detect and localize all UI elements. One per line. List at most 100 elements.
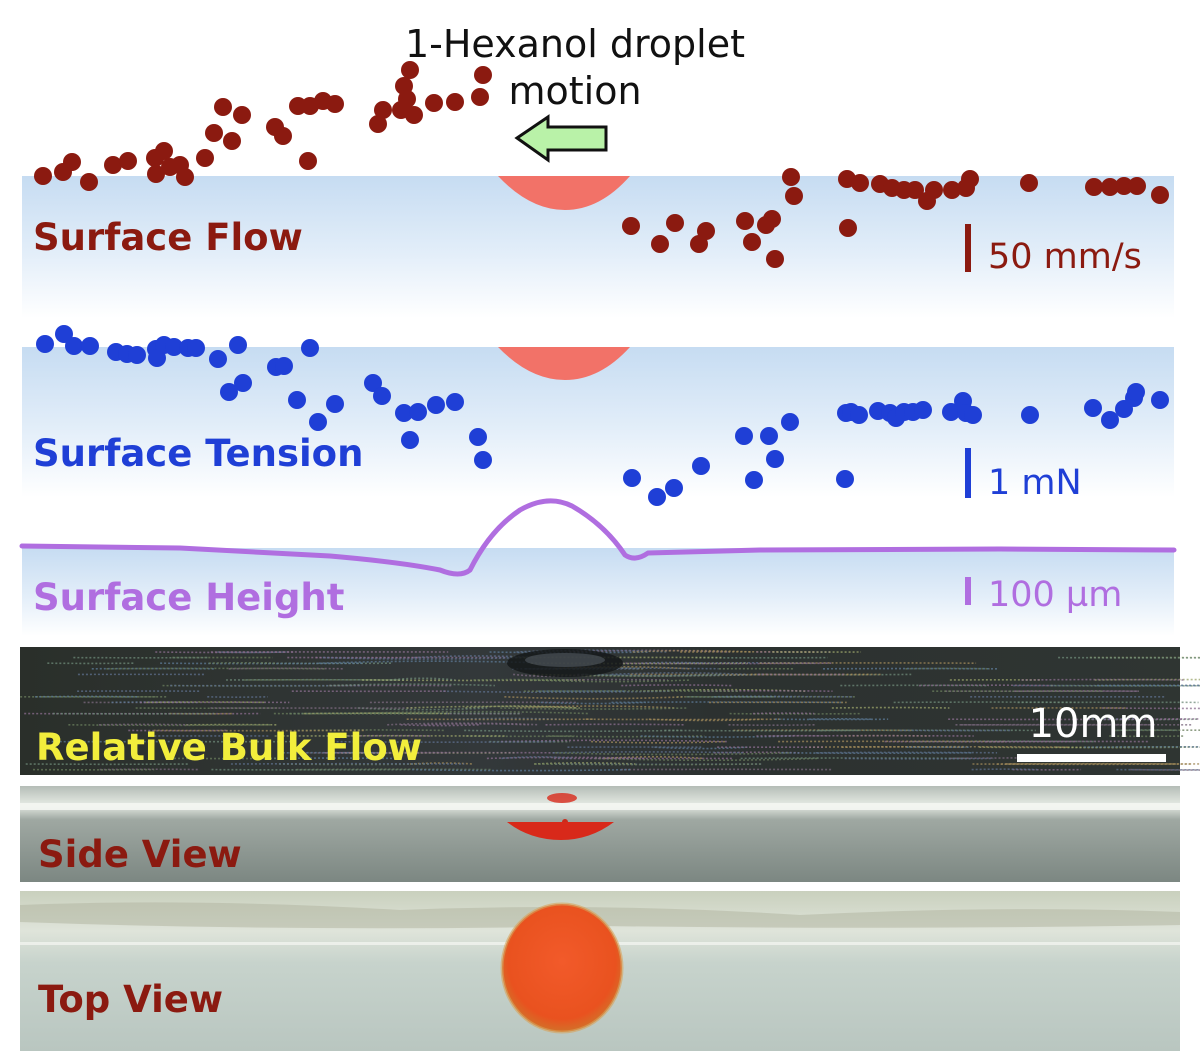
surface-tension-point [301,339,319,357]
surface-flow-point [906,181,924,199]
surface-flow-point [398,90,416,108]
bulk-flow-label: Relative Bulk Flow [36,726,422,769]
surface-flow-point [736,212,754,230]
surface-tension-point [220,383,238,401]
surface-tension-point [275,357,293,375]
surface-flow-points [34,61,1169,268]
surface-flow-scale-label: 50 mm/s [988,237,1142,277]
surface-flow-point [766,250,784,268]
surface-tension-point [409,403,427,421]
surface-tension-point [209,350,227,368]
surface-flow-point [369,115,387,133]
surface-tension-point [401,431,419,449]
surface-tension-point [36,335,54,353]
surface-flow-point [622,217,640,235]
surface-height-scale-label: 100 µm [988,575,1122,615]
surface-flow-point [1085,178,1103,196]
bulk-flow-scale-bar [1017,754,1166,762]
surface-flow-point [697,222,715,240]
surface-flow-point [299,152,317,170]
surface-flow-point [63,153,81,171]
surface-flow-point [196,149,214,167]
surface-tension-point [735,427,753,445]
surface-flow-point [205,124,223,142]
surface-flow-point [425,94,443,112]
surface-tension-point [665,479,683,497]
surface-flow-point [233,106,251,124]
surface-tension-point [648,488,666,506]
surface-flow-point [1115,177,1133,195]
surface-flow-point [147,165,165,183]
surface-flow-point [119,152,137,170]
surface-tension-point [1151,391,1169,409]
surface-tension-point [942,403,960,421]
surface-tension-point [81,337,99,355]
bulk-flow-scale-label: 10mm [1029,701,1158,747]
surface-tension-point [474,451,492,469]
side-view-label: Side View [38,833,242,876]
surface-flow-point [274,127,292,145]
surface-flow-point [851,174,869,192]
surface-height-scale-bar [965,577,971,605]
surface-flow-point [374,101,392,119]
surface-tension-points [36,325,1169,506]
surface-flow-scale-bar [965,224,971,272]
figure-title-line2: motion [508,69,641,113]
surface-tension-scale-label: 1 mN [988,463,1082,503]
surface-tension-point [395,404,413,422]
surface-flow-point [1101,178,1119,196]
surface-flow-point [471,88,489,106]
surface-tension-point [326,395,344,413]
surface-flow-point [1128,177,1146,195]
surface-tension-point [234,374,252,392]
surface-tension-point [373,387,391,405]
surface-tension-point [760,427,778,445]
top-view-image [20,891,1180,1051]
surface-flow-point [961,170,979,188]
surface-tension-point [1127,383,1145,401]
surface-height-curve [19,498,1177,577]
surface-tension-point [128,346,146,364]
surface-flow-point [666,214,684,232]
surface-flow-point [104,156,122,174]
surface-tension-point [836,470,854,488]
surface-flow-point [925,181,943,199]
surface-flow-point [1020,174,1038,192]
surface-tension-point [446,393,464,411]
surface-tension-point [623,469,641,487]
surface-flow-point [782,168,800,186]
top-view-label: Top View [38,978,223,1021]
surface-height-label: Surface Height [33,576,344,619]
surface-tension-point [165,338,183,356]
surface-flow-point [155,142,173,160]
surface-tension-point [692,457,710,475]
surface-tension-point [1101,411,1119,429]
surface-tension-point [745,471,763,489]
surface-flow-point [1151,186,1169,204]
surface-tension-label: Surface Tension [33,432,363,475]
surface-tension-point [914,401,932,419]
surface-tension-point [427,396,445,414]
surface-tension-point [309,413,327,431]
surface-flow-point [943,181,961,199]
surface-tension-point [187,339,205,357]
surface-flow-point [223,132,241,150]
surface-tension-point [229,336,247,354]
surface-flow-point [405,106,423,124]
surface-tension-point [964,406,982,424]
surface-flow-point [34,167,52,185]
surface-flow-point [763,210,781,228]
droplet-cap-tension [498,347,630,380]
surface-tension-scale-bar [965,448,971,498]
surface-tension-point [1084,399,1102,417]
motion-arrow-icon [514,114,608,163]
surface-flow-point [214,98,232,116]
surface-flow-point [326,95,344,113]
surface-flow-point [839,219,857,237]
surface-height-band [22,548,1174,636]
surface-flow-point [474,66,492,84]
surface-flow-point [651,235,669,253]
droplet-cap-flow [498,176,630,210]
side-view-image [20,786,1180,882]
